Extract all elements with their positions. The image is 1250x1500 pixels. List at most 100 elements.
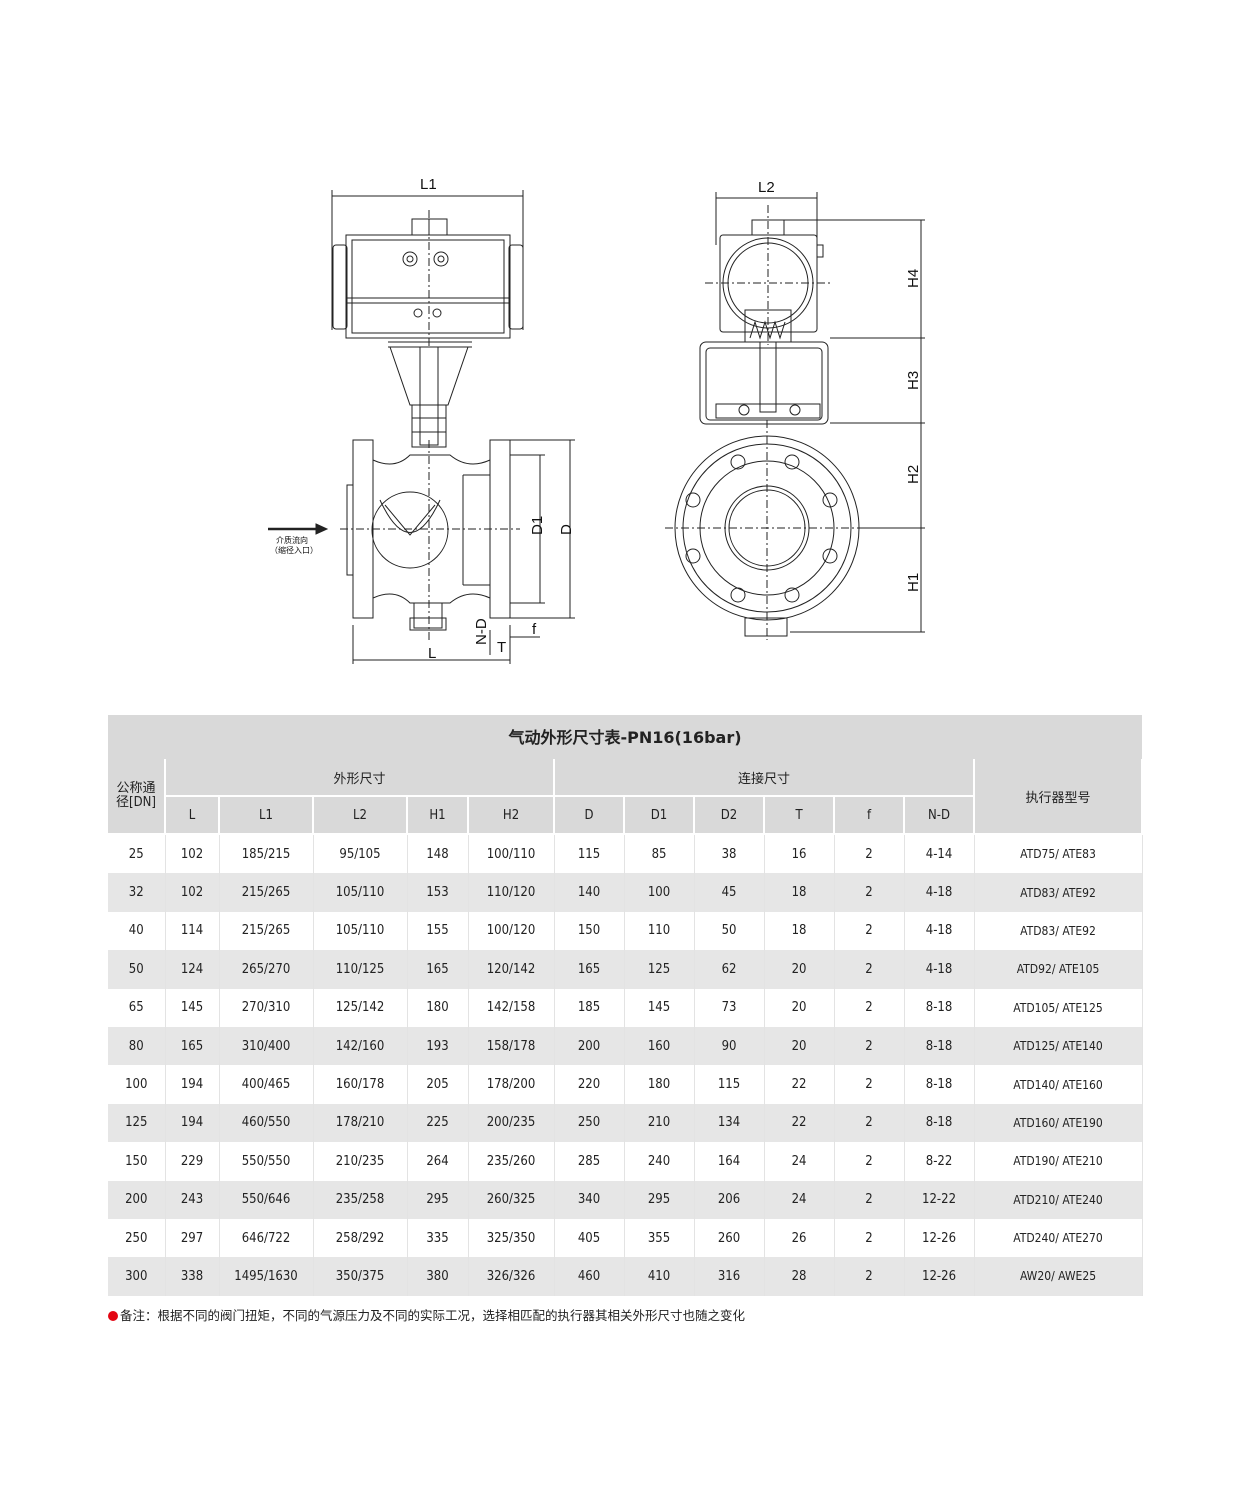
- table-cell: 100/110: [468, 834, 555, 874]
- front-dimensions: [331, 190, 575, 664]
- table-cell: 2: [834, 1180, 905, 1219]
- subheader-cell: L: [165, 796, 220, 835]
- table-cell: 38: [694, 834, 765, 874]
- label-T: T: [497, 639, 506, 656]
- subheader-cell: D1: [624, 796, 696, 835]
- table-cell: 4-14: [904, 834, 975, 874]
- table-cell: 12-26: [904, 1218, 975, 1258]
- table-cell: 90: [694, 1026, 765, 1066]
- table-cell: 380: [407, 1257, 469, 1296]
- actuator-cell: ATD125/ ATE140: [974, 1026, 1143, 1066]
- table-cell: 95/105: [313, 834, 408, 874]
- table-cell: 110/120: [468, 873, 555, 912]
- actuator-cell: AW20/ AWE25: [974, 1257, 1143, 1296]
- table-cell: 206: [694, 1180, 765, 1219]
- side-bracket: [699, 341, 829, 425]
- table-cell: 229: [165, 1142, 220, 1181]
- actuator-cell: ATD105/ ATE125: [974, 988, 1143, 1027]
- table-cell: 150: [554, 911, 625, 951]
- table-title: 气动外形尺寸表-PN16(16bar): [108, 715, 1142, 759]
- table-cell: 165: [165, 1026, 220, 1066]
- table-cell: 102: [165, 834, 220, 874]
- table-cell: 65: [108, 988, 166, 1027]
- table-cell: 40: [108, 911, 166, 951]
- flow-label-1: 介质流向: [276, 535, 308, 545]
- table-cell: 185/215: [219, 834, 314, 874]
- table-cell: 300: [108, 1257, 166, 1296]
- actuator-cell: ATD140/ ATE160: [974, 1065, 1143, 1104]
- table-cell: 160: [624, 1026, 695, 1066]
- table-cell: 180: [624, 1065, 695, 1104]
- table-cell: 20: [764, 950, 835, 989]
- subheader-cell: H2: [468, 796, 556, 835]
- table-cell: 124: [165, 950, 220, 989]
- table-cell: 160/178: [313, 1065, 408, 1104]
- table-cell: 80: [108, 1026, 166, 1066]
- table-cell: 114: [165, 911, 220, 951]
- valve-drawing-svg: L1 L2 L T f D1 D N-D H4 H3 H2 H1 介质流向 （缩…: [268, 176, 925, 664]
- table-cell: 550/550: [219, 1142, 314, 1181]
- table-cell: 310/400: [219, 1026, 314, 1066]
- table-cell: 410: [624, 1257, 695, 1296]
- table-cell: 105/110: [313, 911, 408, 951]
- label-H2: H2: [905, 465, 922, 484]
- table-cell: 178/200: [468, 1065, 555, 1104]
- table-cell: 153: [407, 873, 469, 912]
- table-cell: 125: [108, 1103, 166, 1143]
- label-D: D: [558, 524, 575, 535]
- table-cell: 8-18: [904, 1026, 975, 1066]
- table-cell: 100: [108, 1065, 166, 1104]
- front-valve-body: [340, 439, 520, 640]
- table-cell: 338: [165, 1257, 220, 1296]
- table-cell: 240: [624, 1142, 695, 1181]
- table-cell: 200/235: [468, 1103, 555, 1143]
- subheader-cell: D2: [694, 796, 766, 835]
- table-cell: 120/142: [468, 950, 555, 989]
- flow-label-2: （缩径入口）: [270, 545, 318, 555]
- table-cell: 243: [165, 1180, 220, 1219]
- label-H4: H4: [905, 269, 922, 288]
- table-cell: 164: [694, 1142, 765, 1181]
- label-H3: H3: [905, 371, 922, 390]
- table-cell: 250: [554, 1103, 625, 1143]
- table-cell: 150: [108, 1142, 166, 1181]
- flow-arrow-head: [315, 523, 329, 535]
- table-cell: 110: [624, 911, 695, 951]
- table-cell: 125: [624, 950, 695, 989]
- table-cell: 235/258: [313, 1180, 408, 1219]
- table-cell: 185: [554, 988, 625, 1027]
- table-cell: 295: [624, 1180, 695, 1219]
- table-cell: 4-18: [904, 911, 975, 951]
- side-actuator: [705, 205, 830, 345]
- subheader-cell: f: [834, 796, 906, 835]
- table-cell: 8-22: [904, 1142, 975, 1181]
- valve-drawing: L1 L2 L T f D1 D N-D H4 H3 H2 H1 介质流向 （缩…: [0, 0, 1250, 700]
- table-cell: 460/550: [219, 1103, 314, 1143]
- table-cell: 405: [554, 1218, 625, 1258]
- table-cell: 350/375: [313, 1257, 408, 1296]
- label-D1: D1: [529, 516, 546, 535]
- table-cell: 260/325: [468, 1180, 555, 1219]
- table-cell: 22: [764, 1065, 835, 1104]
- table-cell: 12-22: [904, 1180, 975, 1219]
- table-cell: 2: [834, 950, 905, 989]
- table-cell: 16: [764, 834, 835, 874]
- table-cell: 2: [834, 1142, 905, 1181]
- table-cell: 110/125: [313, 950, 408, 989]
- table-cell: 265/270: [219, 950, 314, 989]
- table-cell: 18: [764, 873, 835, 912]
- table-cell: 145: [165, 988, 220, 1027]
- label-L1: L1: [420, 176, 437, 193]
- header-connection: 连接尺寸: [554, 759, 976, 797]
- table-cell: 2: [834, 911, 905, 951]
- table-cell: 142/160: [313, 1026, 408, 1066]
- table-cell: 400/465: [219, 1065, 314, 1104]
- actuator-cell: ATD190/ ATE210: [974, 1142, 1143, 1181]
- side-flange: [665, 420, 870, 640]
